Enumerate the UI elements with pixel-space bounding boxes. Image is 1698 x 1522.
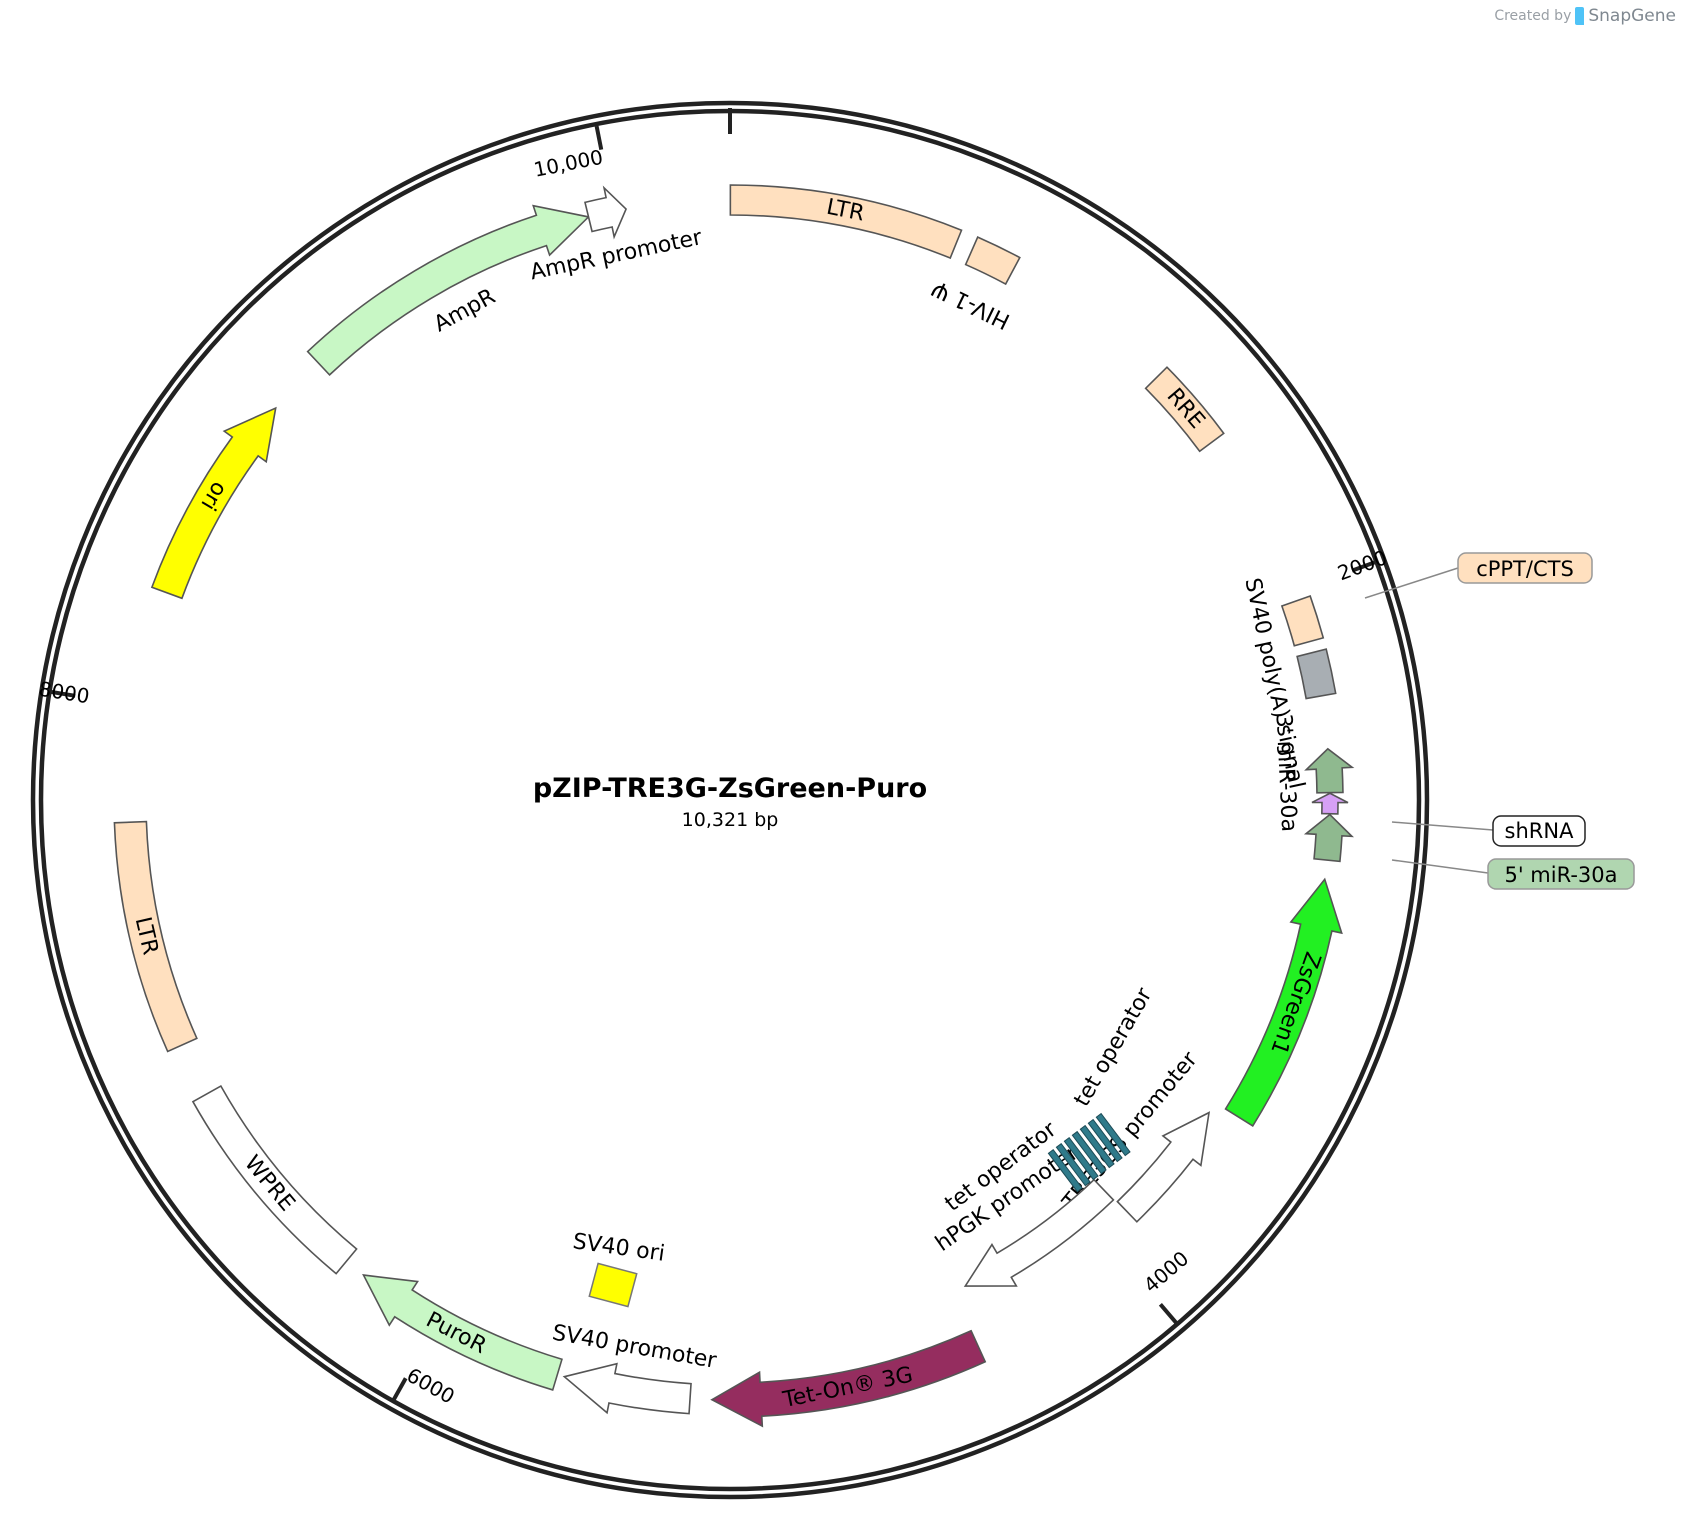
credit-prefix: Created by <box>1494 8 1572 24</box>
tet-operator-bar-5 <box>1079 1124 1115 1169</box>
tet-operator-bar-7 <box>1095 1112 1131 1157</box>
feature-rre[interactable] <box>1144 366 1225 453</box>
feature-mir30-3[interactable] <box>1304 747 1355 794</box>
feature-mir30-5[interactable] <box>1303 813 1355 863</box>
tick-label-8000: 8000 <box>37 677 91 709</box>
feature-shrna[interactable] <box>1311 792 1349 815</box>
plasmid-name: pZIP-TRE3G-ZsGreen-Puro <box>533 773 927 804</box>
tet-operator-bar-1 <box>1047 1148 1083 1193</box>
feature-sv40-pa[interactable] <box>1296 648 1337 700</box>
callout-shrna: shRNA <box>1391 815 1586 847</box>
callout-mir30-5-box <box>1487 858 1635 890</box>
tick-6000 <box>392 1377 408 1401</box>
feature-wpre[interactable] <box>191 1084 358 1275</box>
feature-hpgk[interactable] <box>963 1178 1115 1287</box>
feature-label-sv40-prom: SV40 promoter <box>550 1321 719 1374</box>
callout-cppt: cPPT/CTS <box>1364 552 1593 599</box>
plasmid-size: 10,321 bp <box>682 809 779 831</box>
tet-operator-bar-6 <box>1087 1118 1123 1163</box>
callout-mir30-5-line <box>1391 859 1489 874</box>
feature-zsgreen[interactable] <box>1224 877 1343 1128</box>
tet-operator-bar-4 <box>1071 1130 1107 1175</box>
callout-shrna-box <box>1492 815 1586 847</box>
tick-10000 <box>594 125 604 151</box>
feature-sv40-prom[interactable] <box>562 1362 692 1415</box>
feature-label-mir30-3: 3' miR-30a <box>1270 713 1301 832</box>
tick-label-4000: 4000 <box>1139 1246 1193 1297</box>
feature-ltr-3[interactable] <box>113 820 198 1053</box>
tick-2000 <box>1351 560 1376 573</box>
tick-label-6000: 6000 <box>403 1363 459 1409</box>
tick-4000 <box>1158 1303 1178 1324</box>
feature-cppt[interactable] <box>1280 595 1325 647</box>
callout-cppt-line <box>1364 567 1459 599</box>
callout-shrna-line <box>1391 821 1494 831</box>
callout-mir30-5-text: 5' miR-30a <box>1504 863 1617 887</box>
snapgene-credit: Created by SnapGene <box>1494 6 1676 26</box>
callout-cppt-box <box>1457 552 1593 584</box>
feature-ltr-5[interactable] <box>729 184 963 260</box>
callout-shrna-text: shRNA <box>1505 819 1575 843</box>
snapgene-logo-icon <box>1575 7 1585 25</box>
feature-label-hiv-psi: HIV-1 Ψ <box>928 275 1014 334</box>
callout-mir30-5: 5' miR-30a <box>1391 858 1635 890</box>
sv40-ori-box <box>588 1262 638 1308</box>
tet-operator-bar-2 <box>1055 1142 1091 1187</box>
tick-label-10000: 10,000 <box>532 145 605 182</box>
tet-operator-block <box>1047 1112 1131 1193</box>
callout-cppt-text: cPPT/CTS <box>1476 557 1574 581</box>
tet-operator-bar-3 <box>1063 1136 1099 1181</box>
feature-ampr-prom[interactable] <box>584 185 628 240</box>
tick-8000 <box>51 690 76 698</box>
tet-operator-label-b: tet operator <box>1070 983 1158 1111</box>
backbone-outer <box>30 100 1430 1500</box>
feature-puror[interactable] <box>362 1274 563 1391</box>
credit-brand: SnapGene <box>1588 6 1676 26</box>
feature-ori[interactable] <box>150 406 277 600</box>
feature-teton[interactable] <box>710 1329 987 1428</box>
feature-hiv-psi[interactable] <box>964 236 1021 286</box>
feature-tre3gs[interactable] <box>1116 1111 1211 1223</box>
sv40-ori-label: SV40 ori <box>571 1229 666 1267</box>
feature-ampr[interactable] <box>306 204 591 377</box>
